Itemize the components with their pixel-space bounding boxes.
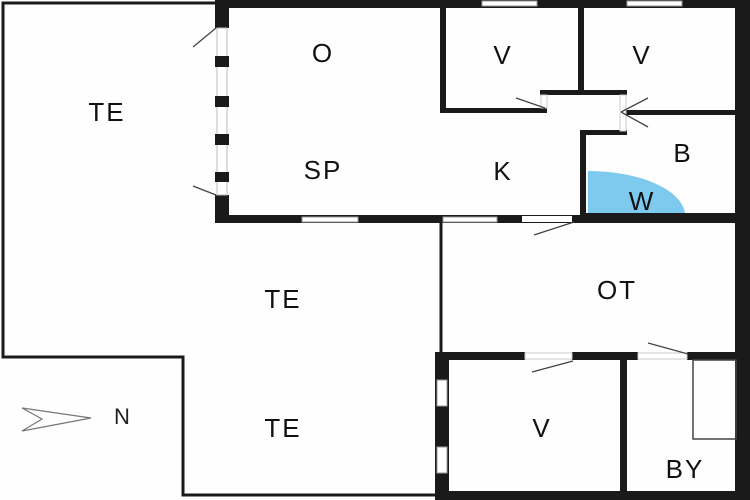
room-label-v-north-2: V xyxy=(632,40,652,70)
room-label-te-west: TE xyxy=(88,97,126,127)
room-label-w: W xyxy=(628,186,656,216)
north-arrow-icon xyxy=(21,407,92,432)
room-label-by: BY xyxy=(665,454,705,484)
storage-outline xyxy=(692,359,737,440)
room-label-te-south: TE xyxy=(264,413,302,443)
room-label-o: O xyxy=(311,38,335,68)
room-label-b: B xyxy=(673,138,693,168)
door-swings xyxy=(192,27,689,373)
room-label-k: K xyxy=(493,156,513,186)
terrace-outlines xyxy=(1,1,443,497)
room-label-sp: SP xyxy=(303,155,343,185)
room-label-te-middle: TE xyxy=(264,284,302,314)
room-label-v-north-1: V xyxy=(493,40,513,70)
compass-north-label: N xyxy=(114,404,130,429)
room-label-ot: OT xyxy=(596,275,638,305)
wet-zone-shape xyxy=(588,170,685,213)
room-label-v-south: V xyxy=(532,413,552,443)
